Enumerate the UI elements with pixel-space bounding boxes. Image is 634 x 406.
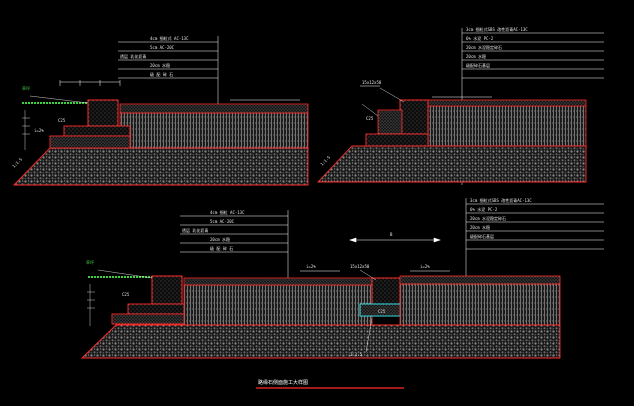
layer-label: 20cm 水稳 (466, 53, 486, 59)
width-dimension (300, 237, 450, 272)
layer-label: 级 配 碎 石 (210, 245, 233, 251)
surface-layer (427, 99, 587, 107)
slope-label: 1:1.5 (319, 154, 331, 166)
base-layer-right (399, 283, 561, 326)
layer-label: 5cm AC-20C (210, 219, 235, 224)
layer-label: 级配碎石基层 (470, 233, 494, 239)
layer-label: 3cm 细粒式SBS 改性沥青AC-13C (470, 197, 532, 203)
curb-stone-right (371, 277, 401, 305)
layer-label: 20cm 水泥稳定碎石 (466, 44, 502, 50)
section-top-left: 4cm 细粒式 AC-13C 5cm AC-20C 透层 乳化沥青 20cm 水… (11, 35, 309, 186)
curb-stone-left (151, 275, 183, 305)
drawing-title-block: 路缘石侧面施工大样图 (256, 379, 404, 389)
subgrade (12, 147, 309, 186)
curb-size-label: 15x12x50 (362, 80, 382, 85)
layer-label: 透层 乳化沥青 (120, 53, 146, 59)
mark-a: C25 (122, 292, 130, 297)
subgrade (316, 145, 587, 183)
slope-right-label: i=2% (420, 264, 430, 269)
surface-layer-right (399, 275, 561, 285)
layer-label: 透层 乳化沥青 (182, 227, 208, 233)
curb-bedding-left (111, 313, 195, 325)
width-label: B (390, 232, 393, 237)
curb-foundation (365, 133, 429, 147)
subgrade (80, 324, 561, 359)
layer-label: 20cm 水稳 (470, 224, 490, 230)
layer-label: 20cm 水泥稳定碎石 (470, 215, 506, 221)
section-bottom: 4cm 细粒 AC-13C 5cm AC-20C 透层 乳化沥青 20cm 水稳… (80, 197, 604, 359)
mark-a: C25 (366, 116, 374, 121)
layer-label: 3cm 细粒式SBS 改性沥青AC-13C (466, 26, 528, 32)
curb-foundation (63, 125, 131, 137)
layer-label: 级 配 碎 石 (150, 71, 173, 77)
layer-label: 级配碎石基层 (466, 62, 490, 68)
base-layer-middle (183, 284, 373, 326)
dimension-ticks (59, 80, 300, 101)
mark-b: i=2% (34, 128, 44, 133)
layer-callout-bottom-right (465, 198, 604, 330)
curb-size-label: 15x12x50 (350, 264, 370, 269)
layer-label: 5cm AC-20C (150, 45, 175, 50)
slope-label: 1:1.5 (11, 156, 23, 168)
leader-lines (87, 269, 377, 353)
grass-label: 草坪 (22, 85, 30, 91)
mark-c: 1:1.5 (350, 352, 363, 357)
curb-stone (399, 99, 429, 135)
drawing-title: 路缘石侧面施工大样图 (258, 379, 308, 386)
leader-lines (361, 87, 405, 117)
grass-label: 草坪 (86, 259, 94, 265)
layer-label: 4cm 细粒 AC-13C (210, 209, 245, 215)
section-top-right: 3cm 细粒式SBS 改性沥青AC-13C 6% 水泥 PC-2 20cm 水泥… (316, 26, 604, 185)
curb-stone (87, 99, 119, 127)
dimension-ticks (360, 85, 492, 98)
surface-layer-middle (183, 277, 373, 286)
mark-b: C25 (378, 309, 386, 314)
surface-layer (119, 103, 309, 114)
layer-label: 20cm 水稳 (210, 236, 230, 242)
layer-label: 6% 水泥 PC-2 (466, 35, 494, 41)
layer-label: 6% 水泥 PC-2 (470, 206, 498, 212)
layer-label: 20cm 水稳 (150, 62, 170, 68)
mark-a: C25 (58, 118, 66, 123)
base-layer (119, 112, 309, 151)
curb-backfill (377, 109, 403, 135)
leader-lines (22, 95, 89, 150)
layer-label: 4cm 细粒式 AC-13C (150, 35, 189, 41)
curb-bedding (49, 135, 131, 149)
base-layer (427, 105, 587, 151)
slope-left-label: i=2% (306, 264, 316, 269)
